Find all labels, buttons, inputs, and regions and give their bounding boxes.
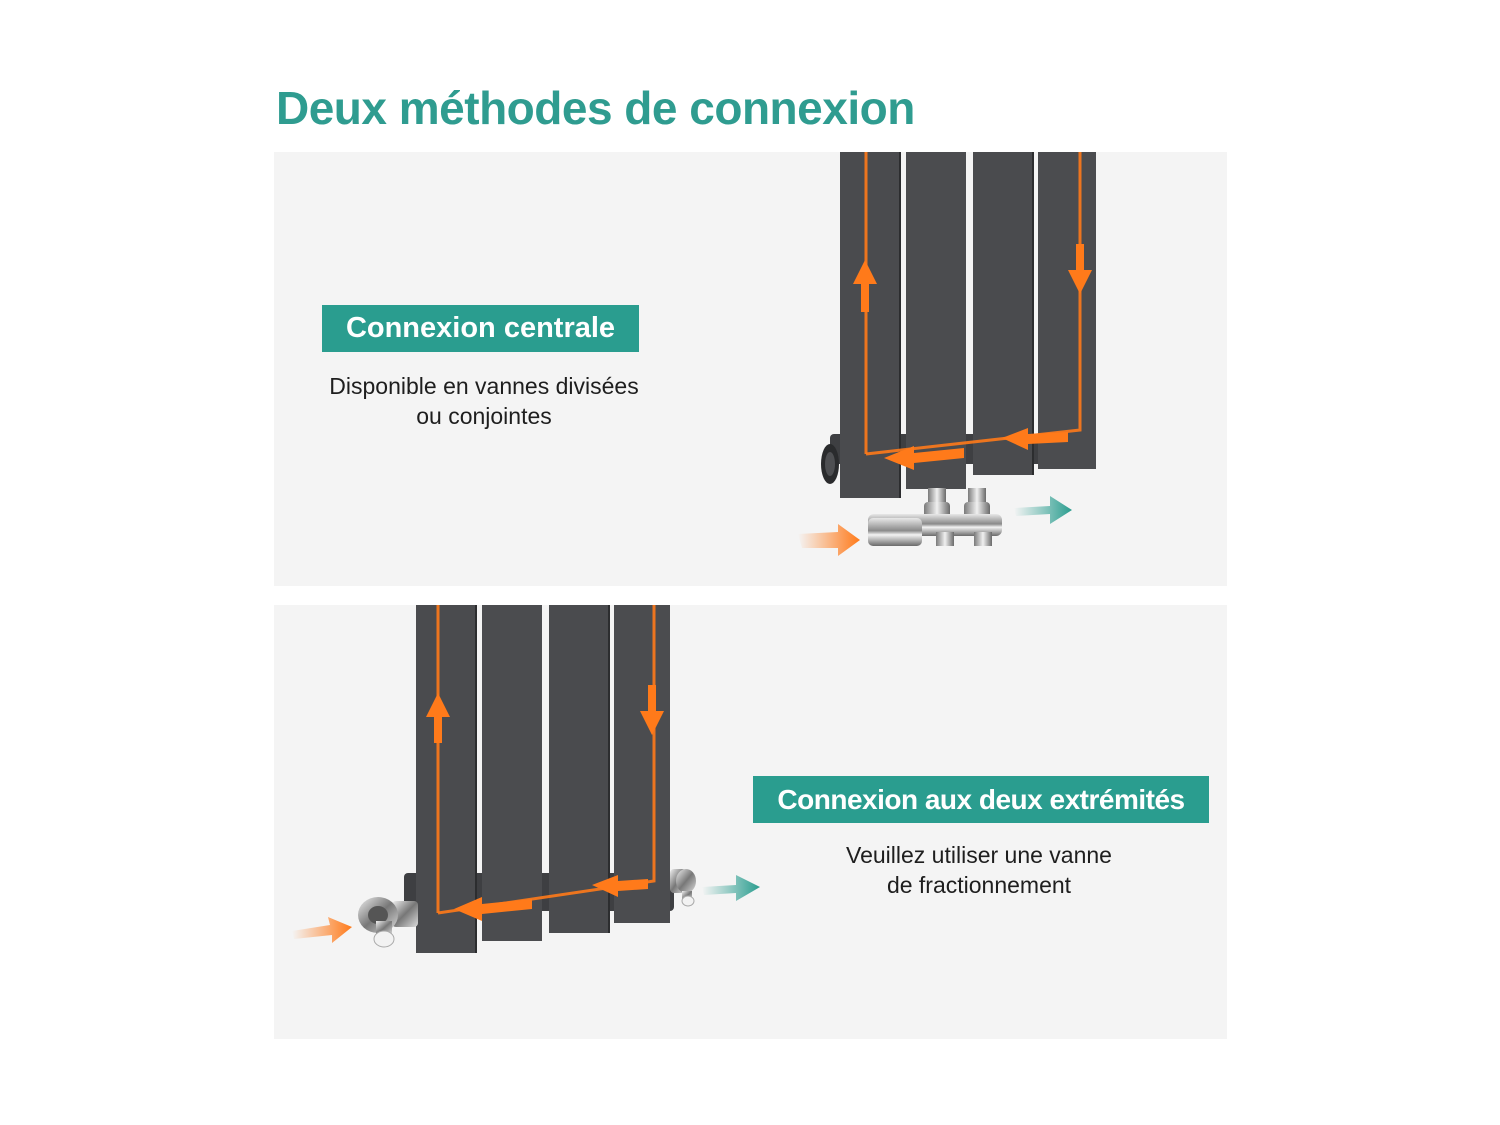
- radiator-central-connection-icon: [798, 152, 1096, 556]
- badge-central-connection: Connexion centrale: [322, 305, 639, 352]
- badge-side-connection: Connexion aux deux extrémités: [753, 776, 1209, 823]
- description-line: de fractionnement: [886, 872, 1072, 898]
- description-central-connection: Disponible en vannes divisées ou conjoin…: [294, 371, 674, 431]
- description-side-connection: Veuillez utiliser une vanne de fractionn…: [779, 840, 1179, 900]
- radiator-side-connection-icon: [292, 605, 760, 953]
- description-line: Disponible en vannes divisées: [329, 373, 639, 399]
- description-line: ou conjointes: [416, 403, 552, 429]
- description-line: Veuillez utiliser une vanne: [846, 842, 1112, 868]
- panel-side-connection: Connexion aux deux extrémités Veuillez u…: [274, 605, 1227, 1039]
- panel-central-connection: Connexion centrale Disponible en vannes …: [274, 152, 1227, 586]
- page-title: Deux méthodes de connexion: [276, 82, 915, 134]
